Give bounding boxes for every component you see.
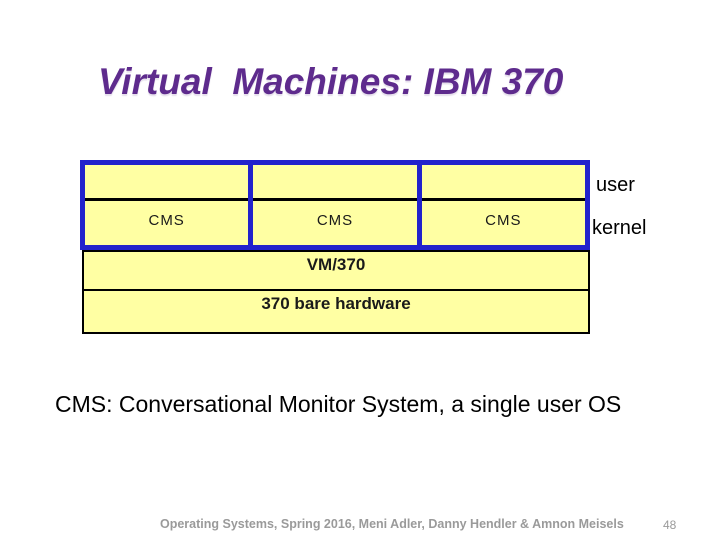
vm-box-1: CMS — [80, 160, 254, 250]
cms-definition-text: CMS: Conversational Monitor System, a si… — [55, 391, 622, 417]
slide-title: Virtual Machines: IBM 370 — [98, 61, 564, 102]
vm-box-2-user-area — [253, 165, 417, 201]
virtual-machines-row: CMS CMS CMS — [80, 160, 590, 250]
vm-box-3-os-label: CMS — [485, 211, 522, 229]
kernel-mode-label: kernel — [592, 217, 647, 239]
slide-page-number: 48 — [663, 518, 677, 532]
vm-box-1-user-area — [85, 165, 249, 201]
vm-box-1-kernel-area: CMS — [85, 201, 248, 245]
hardware-layer-box: 370 bare hardware — [82, 289, 590, 334]
vm-box-1-os-label: CMS — [148, 211, 185, 229]
user-mode-label: user — [596, 174, 635, 196]
vm-box-3-user-area — [421, 165, 585, 201]
hardware-layer-label: 370 bare hardware — [261, 294, 411, 313]
vm-box-2: CMS — [248, 160, 422, 250]
vm-box-3-kernel-area: CMS — [422, 201, 585, 245]
hypervisor-layer-box: VM/370 — [82, 250, 590, 291]
vm-box-2-os-label: CMS — [316, 211, 354, 229]
hypervisor-layer-label: VM/370 — [306, 255, 366, 274]
slide-footer-credits: Operating Systems, Spring 2016, Meni Adl… — [160, 517, 624, 531]
vm-box-2-kernel-area: CMS — [253, 201, 416, 245]
vm-box-3: CMS — [416, 160, 590, 250]
